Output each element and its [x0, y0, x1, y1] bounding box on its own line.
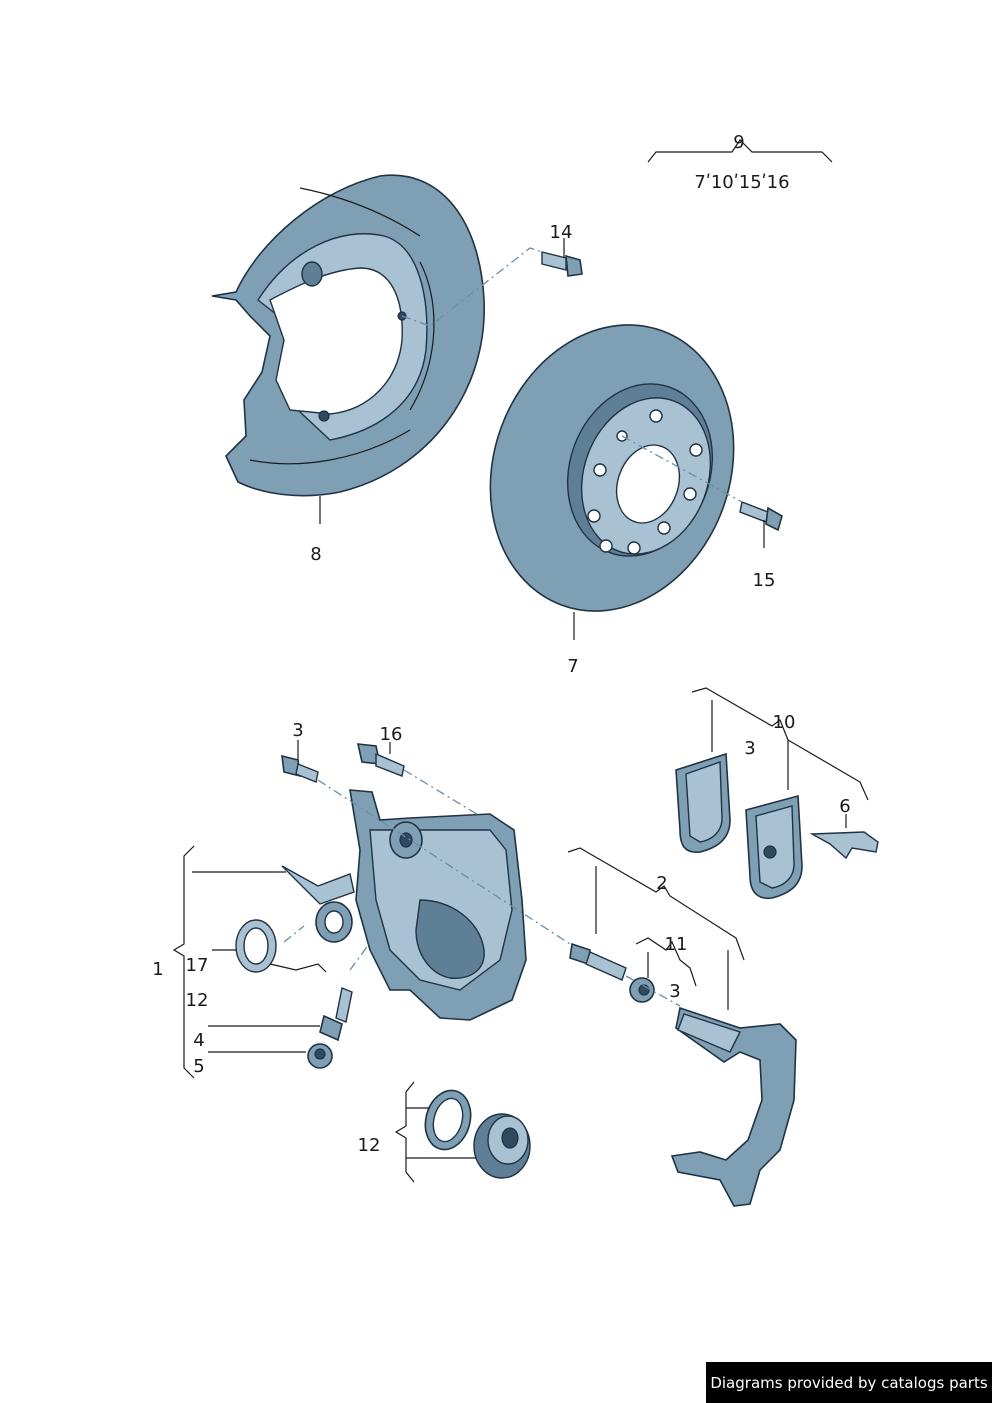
credit-banner: Diagrams provided by catalogs parts: [706, 1362, 992, 1403]
callout-4: 4: [193, 1030, 204, 1051]
leader-lines: [172, 139, 869, 1183]
callout-14: 14: [550, 222, 573, 243]
callout-1: 1: [152, 959, 163, 980]
pad-spring-part[interactable]: [809, 831, 879, 860]
callout-6: 6: [839, 796, 850, 817]
guide-pin-part[interactable]: [569, 942, 627, 981]
callout-11: 11: [665, 934, 688, 955]
callout-12-seals: 12: [358, 1135, 381, 1156]
callout-9-list: 7ʹ10ʹ15ʹ16: [694, 172, 789, 193]
callout-3-pads: 3: [744, 738, 755, 759]
callout-10: 10: [773, 712, 796, 733]
callout-3-bushing: 3: [669, 981, 680, 1002]
credit-text: Diagrams provided by catalogs parts: [710, 1373, 988, 1392]
piston-boot-part[interactable]: [473, 1113, 531, 1179]
brake-pad-inner-part[interactable]: [675, 752, 731, 854]
guide-bushing-part[interactable]: [629, 977, 655, 1003]
bolt-3-part[interactable]: [281, 754, 319, 783]
callout-8: 8: [310, 544, 321, 565]
bolt-15-part[interactable]: [739, 501, 783, 532]
brake-pad-outer-part[interactable]: [745, 794, 803, 900]
bolt-14-part[interactable]: [541, 251, 583, 277]
dust-cap-part[interactable]: [307, 1043, 333, 1069]
brake-disc-part[interactable]: [451, 290, 773, 645]
callout-17: 17: [186, 955, 209, 976]
callout-9: 9: [733, 132, 744, 153]
callout-7: 7: [567, 656, 578, 677]
callout-5: 5: [193, 1056, 204, 1077]
callout-12-caliper: 12: [186, 990, 209, 1011]
brake-caliper-part[interactable]: [281, 789, 527, 1021]
bleeder-valve-part[interactable]: [319, 987, 353, 1042]
dust-shield-part[interactable]: [211, 174, 485, 497]
caliper-carrier-part[interactable]: [670, 1006, 797, 1207]
callout-15: 15: [753, 570, 776, 591]
callout-labels: 9 7ʹ10ʹ15ʹ16 14 8 15 7 10 3 3 16 6 2 11 …: [152, 132, 850, 1156]
callout-2: 2: [656, 873, 667, 894]
callout-16: 16: [380, 724, 403, 745]
seal-ring-part[interactable]: [419, 1085, 477, 1154]
return-spring-part[interactable]: [235, 919, 327, 973]
bolt-16-part[interactable]: [356, 743, 405, 777]
callout-3-bolt: 3: [292, 720, 303, 741]
assembly-axes: [283, 247, 743, 1007]
